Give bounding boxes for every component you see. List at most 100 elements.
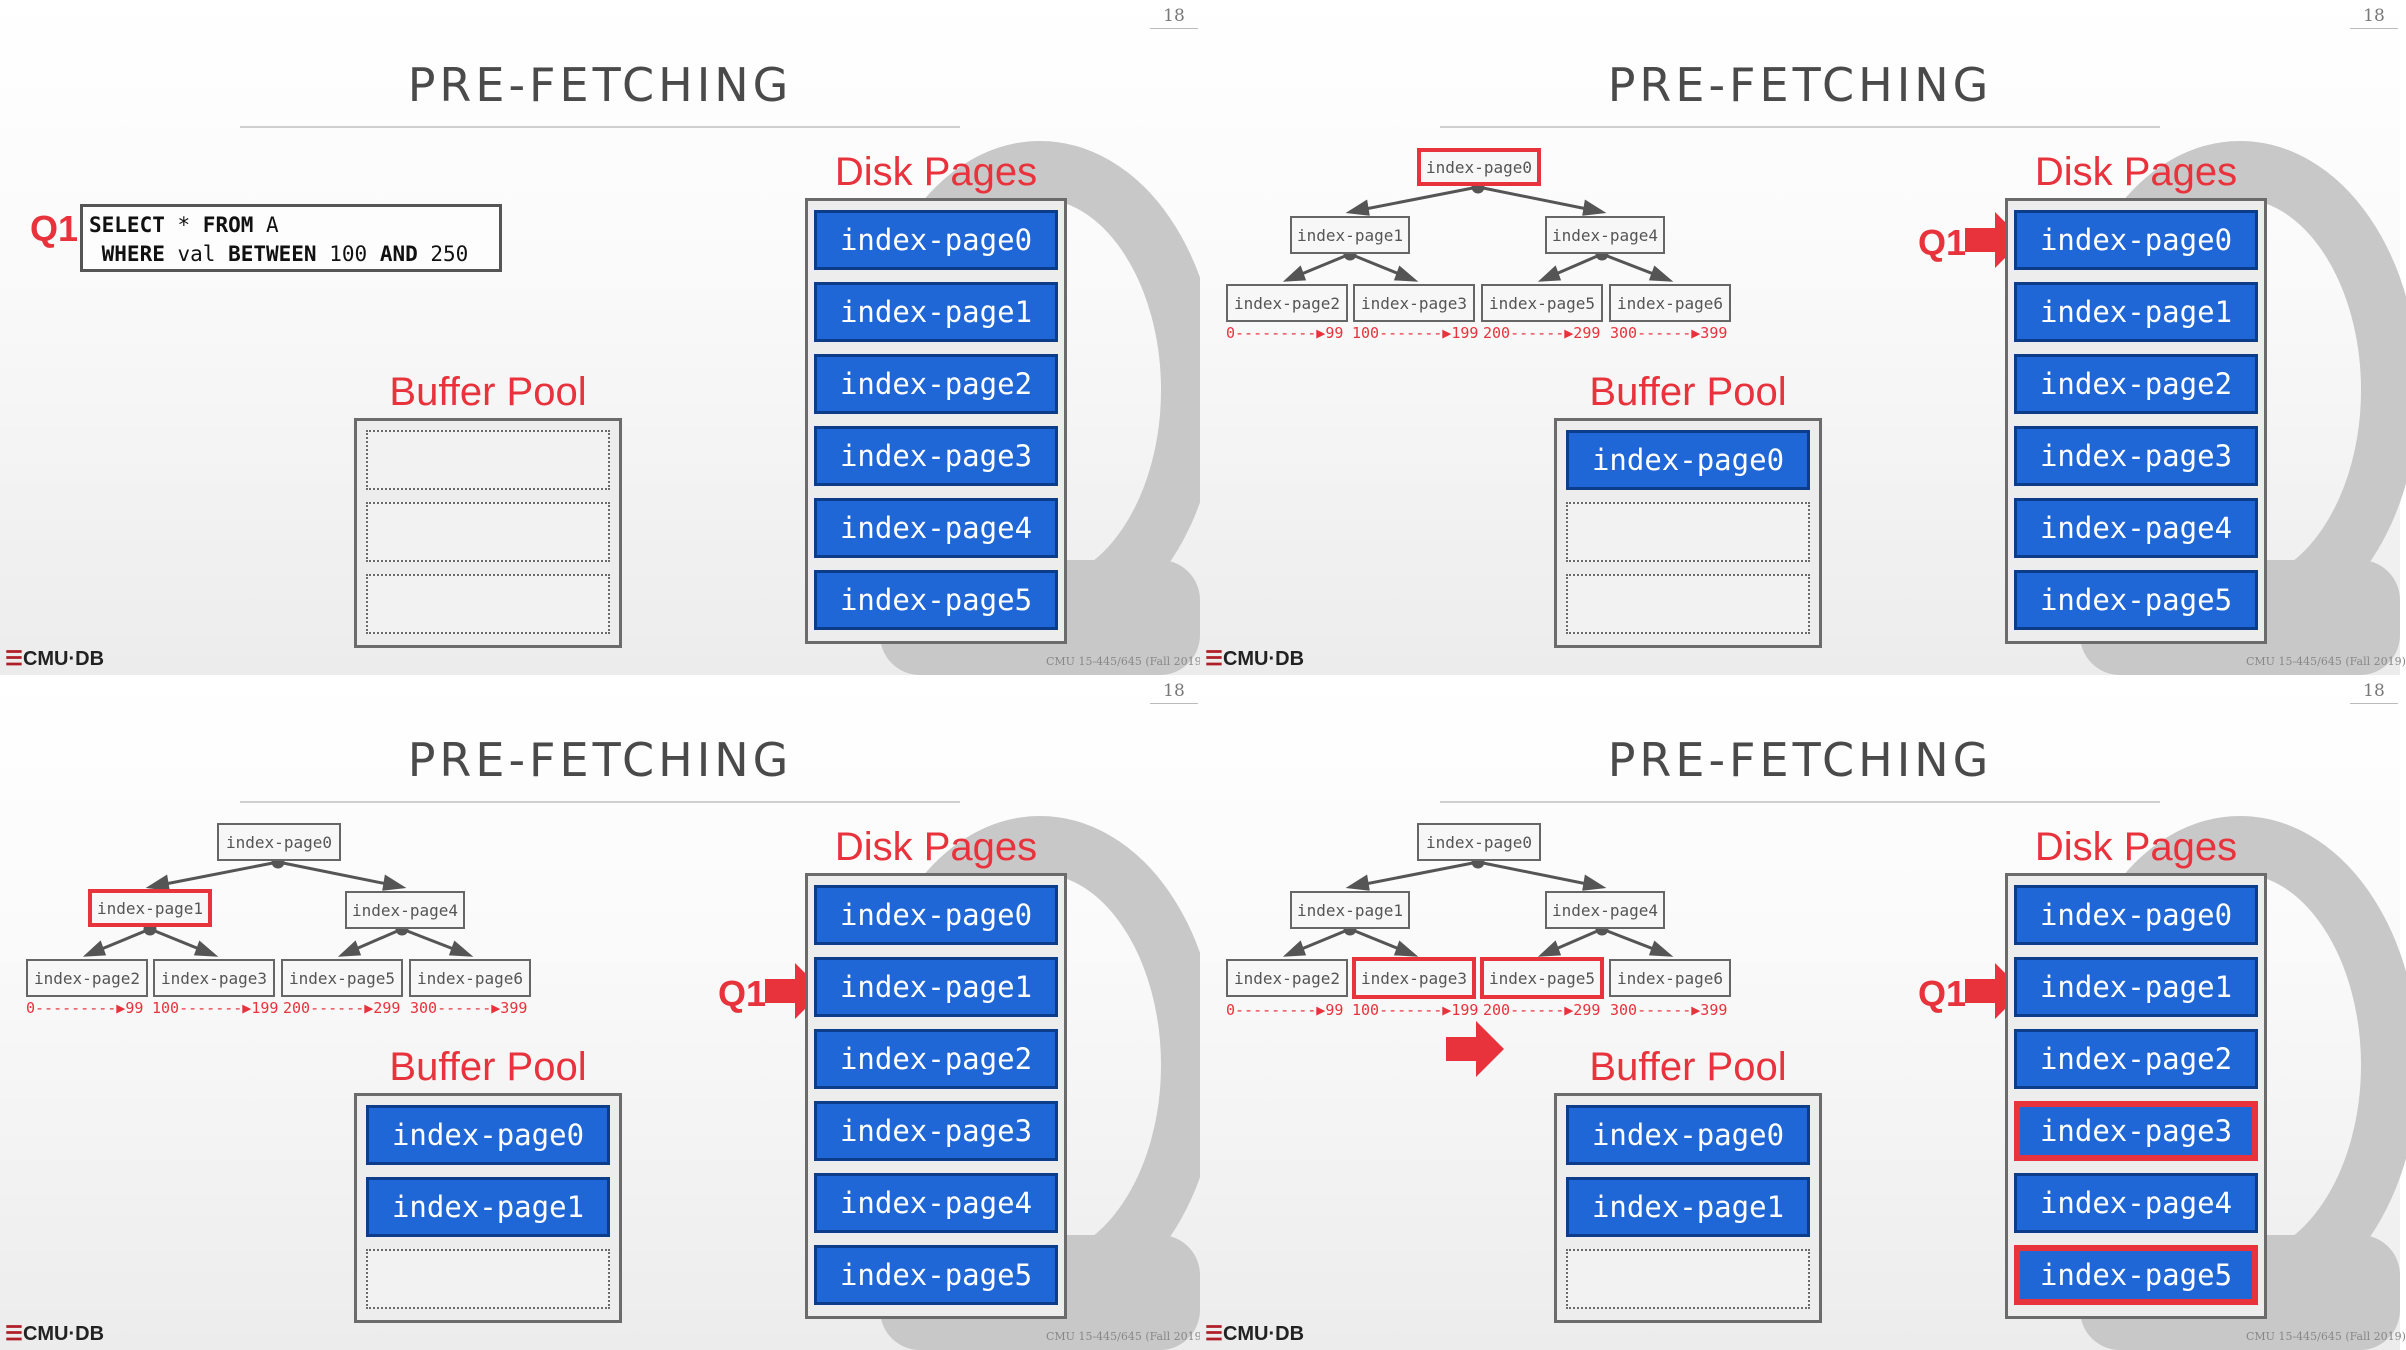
- tree-node-leaf: index-page6: [409, 959, 531, 997]
- buffer-pool-label: Buffer Pool: [1589, 1045, 1787, 1089]
- key-range: 0---------▶99: [1226, 1001, 1344, 1019]
- disk-pages-container: index-page0 index-page1 index-page2 inde…: [805, 873, 1067, 1319]
- logo-text: CMU·DB: [1222, 1323, 1305, 1345]
- key-range: 300------▶399: [410, 999, 528, 1017]
- tree-node-leaf-prefetch: index-page3: [1352, 957, 1476, 999]
- buffer-pool-empty-slot: [1566, 1249, 1810, 1309]
- slide-number: 18: [1150, 681, 1198, 704]
- key-range: 100-------▶199: [152, 999, 279, 1017]
- disk-page: index-page2: [814, 354, 1058, 414]
- disk-page: index-page3: [814, 1101, 1058, 1161]
- query-label: Q1: [718, 973, 767, 1014]
- disk-page: index-page5: [814, 570, 1058, 630]
- slide-3: 18 PRE-FETCHING index-page0 index-page1 …: [0, 675, 1219, 1350]
- buffer-pool-label: Buffer Pool: [389, 1045, 587, 1089]
- cmu-db-logo: ☰CMU·DB: [5, 648, 105, 670]
- sql-keyword: BETWEEN: [228, 242, 317, 266]
- key-range: 200------▶299: [1483, 1001, 1601, 1019]
- logo-text: CMU·DB: [22, 648, 105, 670]
- title-divider: [240, 126, 960, 128]
- course-label: CMU 15-445/645 (Fall 2019): [2246, 655, 2406, 668]
- buffer-pool-page: index-page0: [1566, 430, 1810, 490]
- tree-node-inner: index-page1: [1290, 891, 1410, 929]
- disk-page: index-page4: [2014, 498, 2258, 558]
- buffer-pool-container: index-page0: [1554, 418, 1822, 648]
- disk-page: index-page1: [2014, 282, 2258, 342]
- disk-page: index-page5: [814, 1245, 1058, 1305]
- disk-page: index-page1: [2014, 957, 2258, 1017]
- buffer-pool-empty-slot: [1566, 574, 1810, 634]
- key-range: 200------▶299: [1483, 324, 1601, 342]
- tree-node-leaf: index-page2: [26, 959, 148, 997]
- buffer-pool-label: Buffer Pool: [389, 370, 587, 414]
- disk-page: index-page4: [814, 1173, 1058, 1233]
- sql-text: 250: [417, 242, 469, 266]
- title-divider: [1440, 801, 2160, 803]
- disk-pages-label: Disk Pages: [834, 825, 1038, 869]
- key-range: 200------▶299: [283, 999, 401, 1017]
- disk-page: index-page3: [2014, 426, 2258, 486]
- tree-node-root: index-page0: [1417, 823, 1541, 861]
- slide-4: 18 PRE-FETCHING index-page0 index-page1 …: [1200, 675, 2406, 1350]
- tree-node-leaf: index-page2: [1226, 284, 1348, 322]
- disk-pages-label: Disk Pages: [834, 150, 1038, 194]
- buffer-pool-page: index-page0: [1566, 1105, 1810, 1165]
- buffer-pool-container: [354, 418, 622, 648]
- slide-title: PRE-FETCHING: [407, 58, 793, 112]
- buffer-pool-empty-slot: [1566, 502, 1810, 562]
- slide-title: PRE-FETCHING: [1607, 58, 1993, 112]
- disk-page-prefetched: index-page5: [2014, 1245, 2258, 1305]
- buffer-pool-empty-slot: [366, 1249, 610, 1309]
- course-label: CMU 15-445/645 (Fall 2019): [1046, 655, 1206, 668]
- tree-node-inner: index-page4: [1545, 216, 1665, 254]
- tree-node-leaf: index-page5: [281, 959, 403, 997]
- slide-number: 18: [1150, 6, 1198, 29]
- sql-keyword: FROM: [202, 213, 254, 237]
- disk-page: index-page2: [2014, 1029, 2258, 1089]
- tree-node-inner: index-page1: [1290, 216, 1410, 254]
- tree-node-leaf-prefetch: index-page5: [1480, 957, 1604, 999]
- query-label: Q1: [30, 208, 79, 249]
- sql-text: A: [253, 213, 279, 237]
- key-range: 300------▶399: [1610, 1001, 1728, 1019]
- disk-page: index-page0: [2014, 885, 2258, 945]
- buffer-pool-container: index-page0 index-page1: [1554, 1093, 1822, 1323]
- tree-node-inner: index-page1: [88, 889, 212, 927]
- tree-node-root: index-page0: [1417, 148, 1541, 186]
- tree-node-leaf: index-page6: [1609, 959, 1731, 997]
- slide-2: 18 PRE-FETCHING index-page0 index-page1 …: [1200, 0, 2406, 675]
- sql-keyword: SELECT: [89, 213, 165, 237]
- tree-node-inner: index-page4: [345, 891, 465, 929]
- key-range: 300------▶399: [1610, 324, 1728, 342]
- prefetch-arrow: [1446, 1021, 1504, 1077]
- key-range: 100-------▶199: [1352, 1001, 1479, 1019]
- logo-text: CMU·DB: [1222, 648, 1305, 670]
- sql-query-box: SELECT * FROM A WHERE val BETWEEN 100 AN…: [80, 204, 502, 272]
- sql-keyword: WHERE: [89, 242, 165, 266]
- disk-page: index-page4: [2014, 1173, 2258, 1233]
- disk-page: index-page3: [814, 426, 1058, 486]
- disk-page: index-page5: [2014, 570, 2258, 630]
- slide-title: PRE-FETCHING: [1607, 733, 1993, 787]
- buffer-pool-page: index-page0: [366, 1105, 610, 1165]
- slide-number: 18: [2350, 681, 2398, 704]
- disk-page: index-page0: [814, 210, 1058, 270]
- query-label: Q1: [1918, 973, 1967, 1014]
- disk-page: index-page2: [814, 1029, 1058, 1089]
- disk-pages-container: index-page0 index-page1 index-page2 inde…: [2005, 873, 2267, 1319]
- cmu-db-logo: ☰CMU·DB: [1205, 648, 1305, 670]
- query-label: Q1: [1918, 222, 1967, 263]
- disk-pages-label: Disk Pages: [2034, 150, 2238, 194]
- tree-node-leaf: index-page3: [153, 959, 275, 997]
- course-label: CMU 15-445/645 (Fall 2019): [1046, 1330, 1206, 1343]
- tree-node-root: index-page0: [217, 823, 341, 861]
- slide-1: 18 PRE-FETCHING Q1 SELECT * FROM A WHERE…: [0, 0, 1219, 675]
- sql-text: val: [164, 242, 229, 266]
- title-divider: [240, 801, 960, 803]
- sql-text: 100: [316, 242, 380, 266]
- disk-page: index-page0: [814, 885, 1058, 945]
- buffer-pool-label: Buffer Pool: [1589, 370, 1787, 414]
- buffer-pool-empty-slot: [366, 574, 610, 634]
- logo-text: CMU·DB: [22, 1323, 105, 1345]
- tree-node-leaf: index-page3: [1353, 284, 1475, 322]
